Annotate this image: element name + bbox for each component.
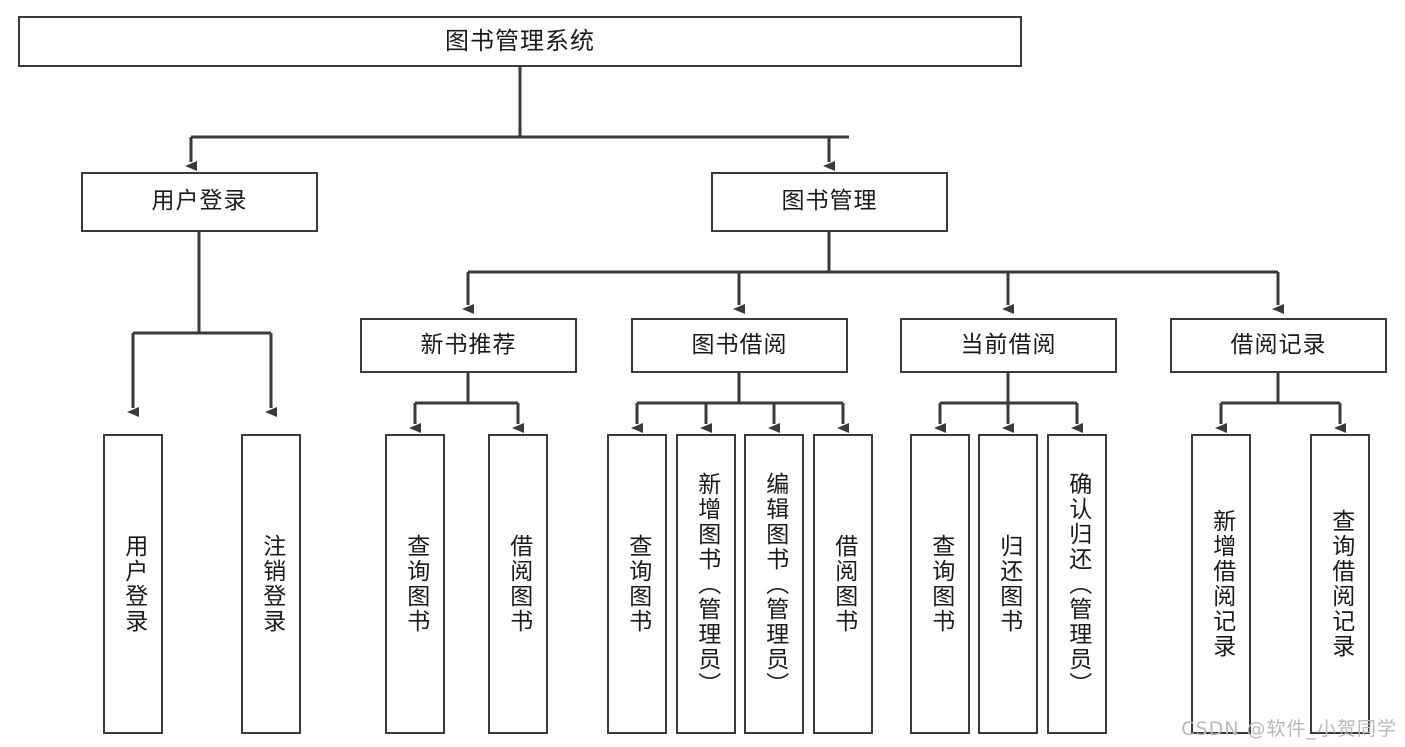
node-book-manage-label: 图书管理 xyxy=(781,188,878,215)
node-user-login[interactable]: 用户登录 xyxy=(81,172,318,232)
node-leaf-edit-book-label: 编辑图书（管理员） xyxy=(761,471,788,697)
node-leaf-confirm-return[interactable]: 确认归还（管理员） xyxy=(1047,434,1107,734)
node-borrow-record-label: 借阅记录 xyxy=(1230,331,1327,358)
node-leaf-query-book-3[interactable]: 查询图书 xyxy=(910,434,970,734)
node-root[interactable]: 图书管理系统 xyxy=(18,16,1022,67)
node-leaf-user-login-label: 用户登录 xyxy=(120,534,147,634)
node-root-label: 图书管理系统 xyxy=(445,27,595,56)
node-leaf-return-book[interactable]: 归还图书 xyxy=(978,434,1038,734)
node-leaf-confirm-return-label: 确认归还（管理员） xyxy=(1064,471,1091,697)
node-leaf-edit-book[interactable]: 编辑图书（管理员） xyxy=(744,434,804,734)
node-leaf-query-record-label: 查询借阅记录 xyxy=(1327,509,1354,659)
node-leaf-return-book-label: 归还图书 xyxy=(995,534,1022,634)
node-leaf-add-record[interactable]: 新增借阅记录 xyxy=(1191,434,1251,734)
node-new-book-rec[interactable]: 新书推荐 xyxy=(360,318,577,373)
node-leaf-query-book-1-label: 查询图书 xyxy=(402,534,429,634)
node-leaf-borrow-book-1[interactable]: 借阅图书 xyxy=(488,434,548,734)
node-leaf-add-book-label: 新增图书（管理员） xyxy=(693,471,720,697)
node-leaf-user-login[interactable]: 用户登录 xyxy=(103,434,163,734)
node-leaf-query-book-3-label: 查询图书 xyxy=(927,534,954,634)
node-new-book-rec-label: 新书推荐 xyxy=(420,331,517,358)
node-leaf-borrow-book-2-label: 借阅图书 xyxy=(830,534,857,634)
node-leaf-logout[interactable]: 注销登录 xyxy=(241,434,301,734)
node-leaf-logout-label: 注销登录 xyxy=(258,534,285,634)
node-leaf-query-book-2-label: 查询图书 xyxy=(624,534,651,634)
node-current-borrow-label: 当前借阅 xyxy=(960,331,1057,358)
node-leaf-query-book-2[interactable]: 查询图书 xyxy=(607,434,667,734)
node-leaf-add-book[interactable]: 新增图书（管理员） xyxy=(676,434,736,734)
node-current-borrow[interactable]: 当前借阅 xyxy=(900,318,1117,373)
node-user-login-label: 用户登录 xyxy=(151,188,248,215)
node-book-borrow-label: 图书借阅 xyxy=(691,331,788,358)
node-book-manage[interactable]: 图书管理 xyxy=(711,172,948,232)
watermark: CSDN @软件_小贺同学 xyxy=(1181,718,1397,740)
node-borrow-record[interactable]: 借阅记录 xyxy=(1170,318,1387,373)
node-leaf-borrow-book-2[interactable]: 借阅图书 xyxy=(813,434,873,734)
node-leaf-add-record-label: 新增借阅记录 xyxy=(1208,509,1235,659)
node-book-borrow[interactable]: 图书借阅 xyxy=(631,318,848,373)
node-leaf-query-book-1[interactable]: 查询图书 xyxy=(385,434,445,734)
node-leaf-borrow-book-1-label: 借阅图书 xyxy=(505,534,532,634)
node-leaf-query-record[interactable]: 查询借阅记录 xyxy=(1310,434,1370,734)
